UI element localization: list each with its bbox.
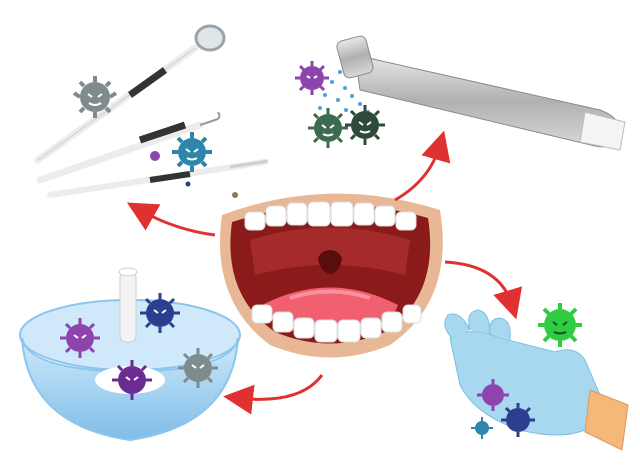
microbe-purple-bowl-center: [112, 360, 152, 400]
dental-explorer: [47, 159, 269, 198]
dental-handpiece: [336, 35, 626, 151]
upper-teeth: [244, 201, 417, 231]
open-mouth: [220, 193, 443, 358]
microbe-blue-glove: [471, 417, 493, 439]
microbe-purple-glove: [477, 379, 509, 411]
microbe-purple-handpiece: [295, 61, 329, 95]
contamination-arrows: [126, 130, 523, 415]
rinsing-bowl: [19, 267, 241, 442]
microbe-navy-glove: [501, 403, 535, 437]
microbe-purple-bowl-left: [60, 318, 100, 358]
microbe-teal-instruments: [172, 132, 212, 172]
microbe-dot: [185, 181, 191, 187]
gloved-hand: [444, 309, 629, 451]
dental-instruments: [34, 24, 269, 198]
arrow-to-glove: [444, 260, 523, 320]
microbe-gray-bowl: [178, 348, 218, 388]
mouth-mirror: [34, 24, 226, 164]
microbe-green-glove: [538, 303, 582, 347]
microbe-olive-handpiece: [308, 108, 348, 148]
microbe-dot: [232, 192, 238, 198]
microbe-navy-bowl: [140, 293, 180, 333]
arrow-to-bowl: [223, 374, 324, 415]
lower-teeth: [251, 304, 422, 343]
dental-probe: [36, 111, 221, 184]
microbe-darkgreen-handpiece: [345, 105, 385, 145]
arrow-to-instruments: [126, 202, 216, 237]
microbe-gray-instruments: [72, 76, 118, 118]
microbe-small-purple: [150, 151, 160, 161]
arrow-to-handpiece: [394, 130, 451, 202]
